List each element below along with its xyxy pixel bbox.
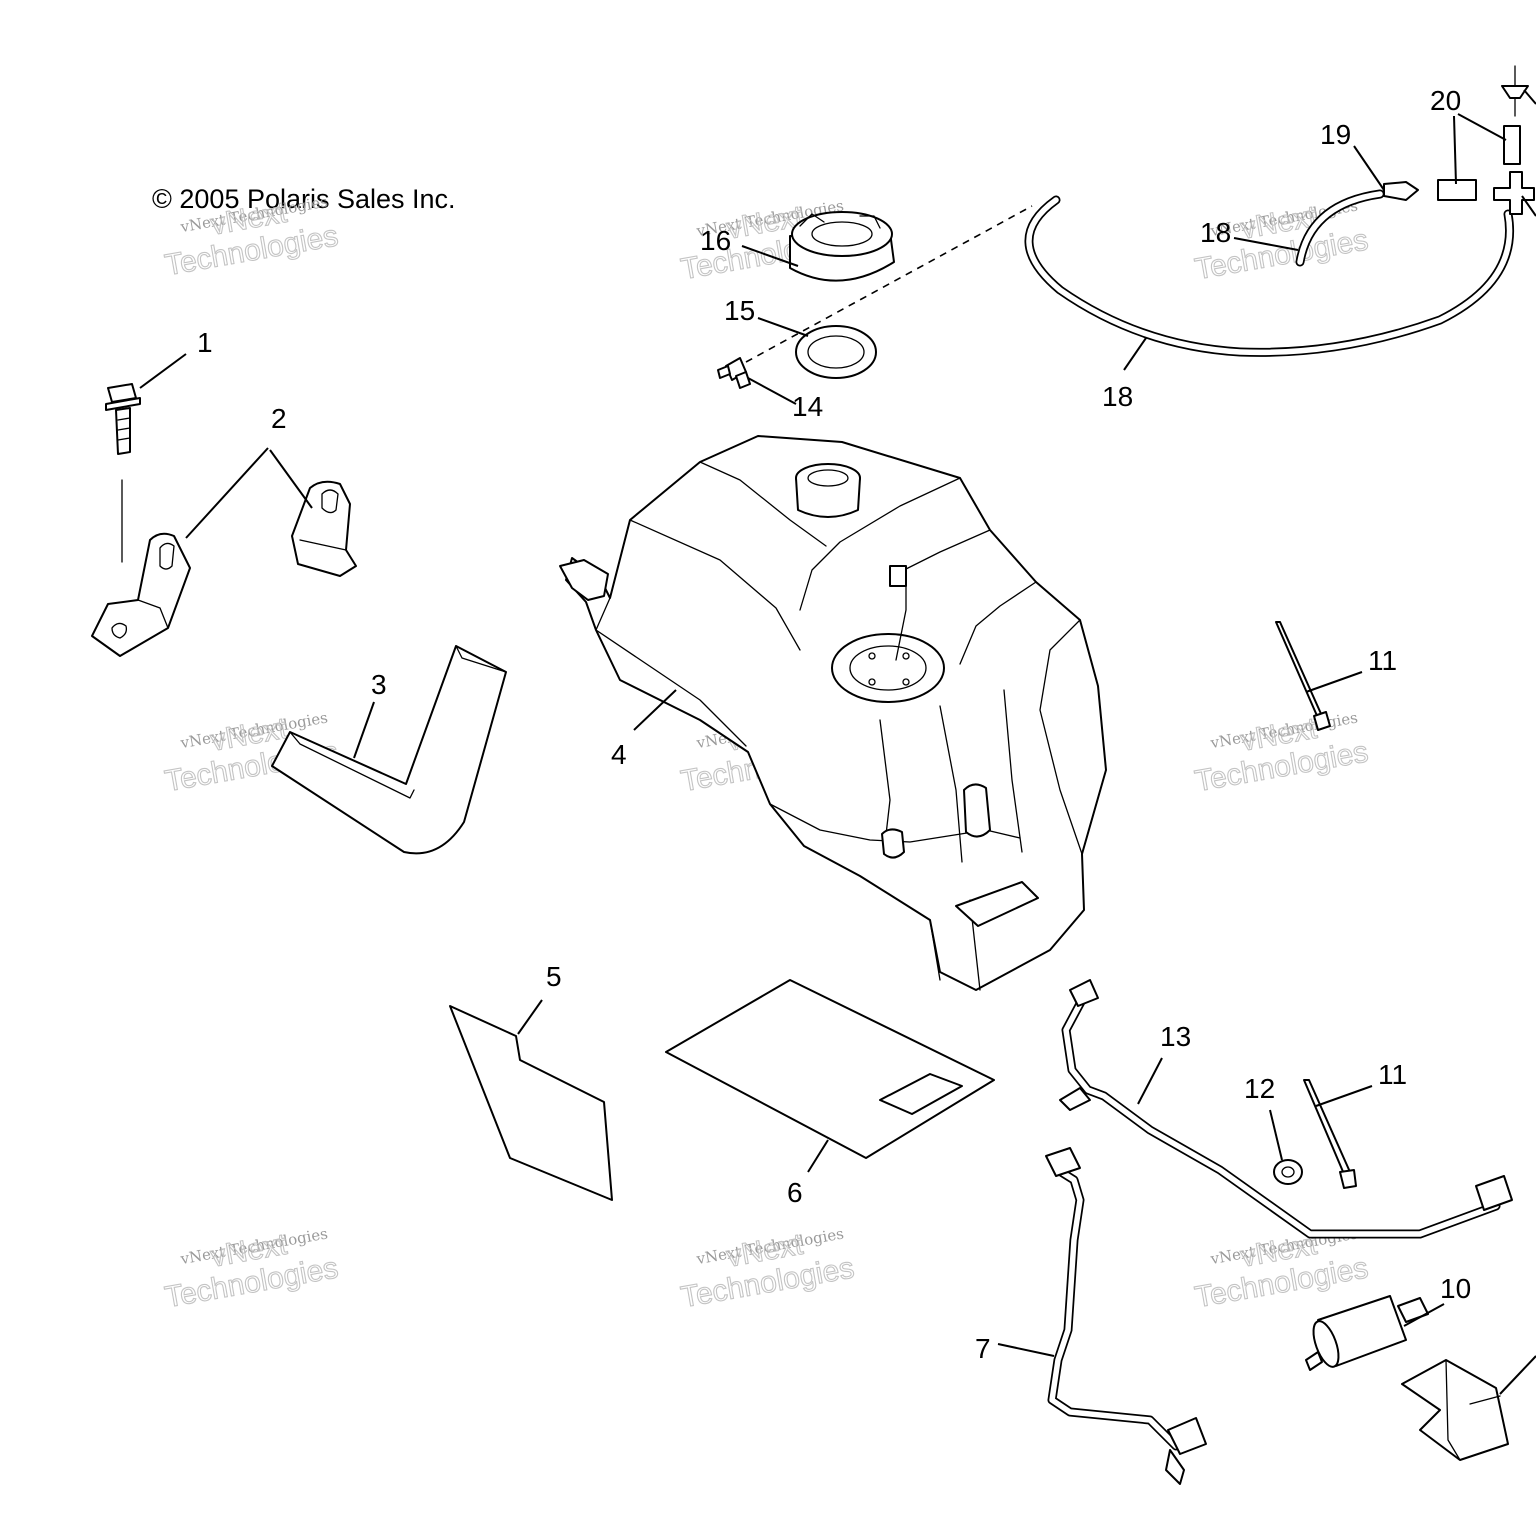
- part-fuel-line: [1045, 1147, 1207, 1485]
- part-grommet: [1273, 1159, 1303, 1185]
- part-check-valve: [1383, 181, 1419, 201]
- part-gasket: [795, 325, 877, 379]
- part-cable-tie-lower: [1303, 1079, 1357, 1189]
- callout-18-upper: 18: [1200, 217, 1231, 248]
- callout-12: 12: [1244, 1073, 1275, 1104]
- part-tee-fitting: [1493, 171, 1535, 215]
- callout-11-upper: 11: [1368, 645, 1397, 676]
- callout-19: 19: [1320, 119, 1351, 150]
- part-vent-line: [1059, 979, 1513, 1239]
- part-cable-tie-upper: [1275, 621, 1331, 731]
- callout-15: 15: [724, 295, 755, 326]
- part-coupler-horizontal: [1437, 179, 1477, 201]
- part-vent-hose: [1024, 195, 1515, 357]
- part-bracket-left: [91, 532, 191, 657]
- callout-16: 16: [700, 225, 731, 256]
- part-fuel-cap: [789, 211, 895, 282]
- part-bracket-right: [291, 480, 357, 577]
- callout-11-lower: 11: [1378, 1059, 1407, 1090]
- copyright-text: © 2005 Polaris Sales Inc.: [152, 184, 456, 214]
- part-mat: [665, 979, 995, 1159]
- watermark-bottom-center: vNext Technologies vNext Technologies: [678, 1225, 857, 1315]
- callout-1: 1: [197, 327, 213, 358]
- callout-2: 2: [271, 403, 287, 434]
- part-fuel-filter: [1305, 1295, 1429, 1371]
- callout-14: 14: [792, 391, 823, 422]
- part-vent-hose-short: [1295, 189, 1385, 267]
- callout-6: 6: [787, 1177, 803, 1208]
- callout-7: 7: [975, 1333, 991, 1364]
- part-fuel-tank: [559, 435, 1107, 991]
- watermark-mid-right: vNext Technologies vNext Technologies: [1192, 709, 1371, 799]
- part-vent-tip: [1501, 65, 1529, 117]
- callout-5: 5: [546, 961, 562, 992]
- assembly-guide-line: [745, 205, 1033, 363]
- leader-lines: [139, 89, 1536, 1395]
- part-filter-clip: [1401, 1359, 1509, 1461]
- callout-4: 4: [611, 739, 627, 770]
- callout-18-lower: 18: [1102, 381, 1133, 412]
- callout-10: 10: [1440, 1273, 1471, 1304]
- watermark-bottom-left: vNext Technologies vNext Technologies: [162, 1225, 341, 1315]
- part-bolt: [105, 383, 141, 563]
- callout-3: 3: [371, 669, 387, 700]
- part-pad-l-shape: [271, 645, 507, 855]
- part-coupler-vertical: [1503, 125, 1521, 165]
- part-fitting: [717, 357, 751, 389]
- part-foam-sheet: [449, 1005, 613, 1201]
- callout-20: 20: [1430, 85, 1461, 116]
- callout-13: 13: [1160, 1021, 1191, 1052]
